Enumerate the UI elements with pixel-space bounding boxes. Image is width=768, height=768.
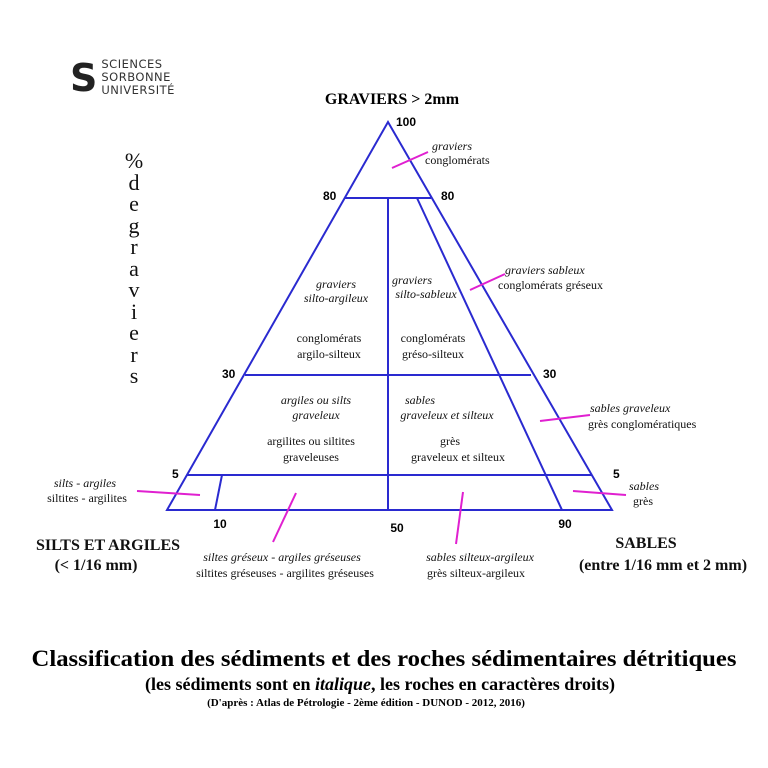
callout-label: grès [633, 494, 653, 508]
callout-label: silts - argiles [54, 476, 117, 490]
main-title: Classification des sédiments et des roch… [32, 646, 737, 671]
callout-line [572, 490, 627, 496]
callout-label: siltites - argilites [47, 491, 127, 505]
tick-label: 30 [222, 367, 236, 381]
subtitle-part: , les roches en caractères droits) [371, 674, 615, 695]
tick-label: 50 [390, 521, 404, 535]
region-label: silto-sableux [395, 287, 457, 301]
apex-label: GRAVIERS > 2mm [325, 91, 460, 108]
logo-icon: S [70, 55, 98, 100]
region-label: graveleux [292, 408, 340, 422]
region-label: silto-argileux [304, 291, 369, 305]
callout-line [272, 492, 297, 543]
char: e [129, 191, 139, 216]
triangle-outline [165, 119, 614, 511]
callout-line [136, 490, 201, 496]
callout-label: sables graveleux [590, 401, 671, 415]
subtitle: (les sédiments sont en italique, les roc… [145, 674, 615, 695]
corner-label-silts-size: (< 1/16 mm) [55, 557, 138, 574]
logo-line: UNIVERSITÉ [101, 83, 175, 97]
callout-label: siltes gréseux - argiles gréseuses [203, 550, 361, 564]
region-label: argiles ou silts [281, 393, 352, 407]
callout-label: grès conglomératiques [588, 417, 697, 431]
tick-label: 10 [213, 517, 227, 531]
char: % [124, 148, 144, 173]
sorbonne-logo: S SCIENCES SORBONNE UNIVERSITÉ [70, 58, 175, 97]
tick-label: 80 [323, 189, 337, 203]
logo-line: SORBONNE [101, 70, 171, 84]
callout-label: graviers sableux [505, 263, 585, 277]
region-label: graveleuses [283, 450, 339, 464]
callout-label: sables [629, 479, 659, 493]
axis-label-gravel-percent: % d e g r a v i e r s [120, 150, 148, 387]
region-label: graveleux et silteux [411, 450, 505, 464]
tick-label: 90 [558, 517, 572, 531]
callout-line [469, 273, 506, 291]
char: e [129, 320, 139, 345]
region-label: grès [440, 434, 460, 448]
char: v [128, 277, 140, 302]
char: s [129, 363, 139, 388]
char: a [129, 255, 139, 281]
region-label: conglomérats [297, 331, 362, 345]
callout-line [539, 414, 591, 422]
region-label: sables [405, 393, 435, 407]
subtitle-italic: italique [315, 674, 371, 694]
char: i [130, 298, 138, 324]
tick-label: 5 [613, 467, 620, 481]
char: d [128, 169, 140, 195]
tick-label: 100 [396, 115, 416, 129]
callout-label: grès silteux-argileux [427, 566, 525, 580]
char: r [130, 341, 138, 367]
char: r [130, 234, 138, 259]
callout-line [455, 491, 464, 545]
callout-label: conglomérats [425, 153, 490, 167]
corner-label-sables-size: (entre 1/16 mm et 2 mm) [579, 557, 747, 574]
region-label: graviers [316, 277, 356, 291]
line-10 [214, 474, 223, 511]
source-note: (D'après : Atlas de Pétrologie - 2ème éd… [207, 697, 525, 709]
tick-label: 80 [441, 189, 455, 203]
line-90 [416, 197, 563, 511]
logo-line: SCIENCES [101, 57, 163, 71]
region-label: argilites ou siltites [267, 434, 355, 448]
region-label: graviers [392, 273, 432, 287]
subtitle-part: (les sédiments sont en [145, 674, 315, 695]
tick-label: 30 [543, 367, 557, 381]
callout-line [391, 151, 429, 169]
callout-label: siltites gréseuses - argilites gréseuses [196, 566, 374, 580]
callout-label: graviers [432, 139, 472, 153]
char: g [128, 212, 140, 238]
region-label: gréso-silteux [402, 347, 464, 361]
region-label: argilo-silteux [297, 347, 361, 361]
callout-label: conglomérats gréseux [498, 278, 603, 292]
corner-label-silts: SILTS ET ARGILES [36, 537, 180, 554]
corner-label-sables: SABLES [615, 535, 676, 552]
region-label: conglomérats [401, 331, 466, 345]
callout-label: sables silteux-argileux [426, 550, 535, 564]
region-label: graveleux et silteux [400, 408, 494, 422]
tick-label: 5 [172, 467, 179, 481]
